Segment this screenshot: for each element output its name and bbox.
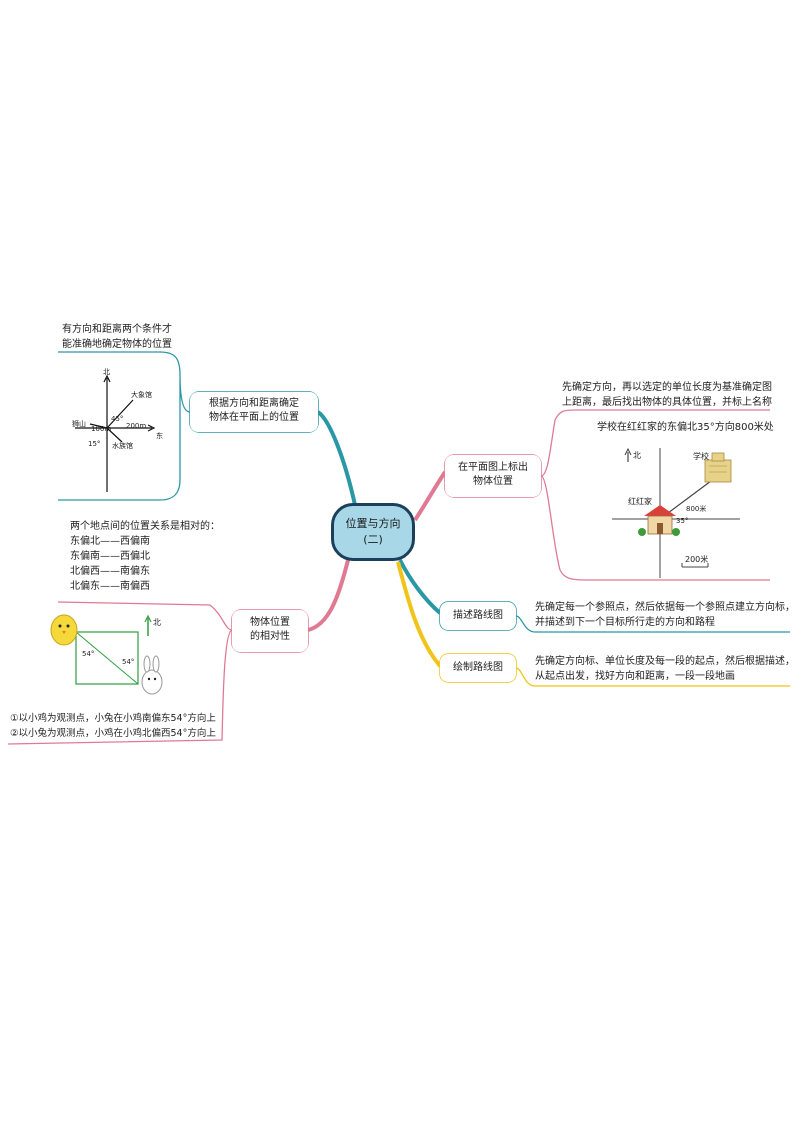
distance-label: 100m [91,425,112,433]
pair-line: 东偏北——西偏南 [70,536,150,547]
angle-label: 54° [122,658,135,666]
place-label: 水族馆 [112,442,133,450]
branch-title-line1: 物体位置 [250,617,290,628]
note-line: 两个地点间的位置关系是相对的： [70,521,220,532]
note-line: 先确定方向标、单位长度及每一段的起点，然后根据描述， [535,656,794,667]
pair-line: 东偏南——西偏北 [70,551,150,562]
branch-title: 绘制路线图 [453,662,503,673]
north-label: 北 [103,368,110,376]
angle-label: 54° [82,650,95,658]
north-label: 北 [153,618,161,627]
branch-title: 描述路线图 [453,610,503,621]
branch-draw-route[interactable]: 绘制路线图 [440,654,516,682]
example-line: ②以小兔为观测点，小鸡在小鸡北偏西54°方向上 [10,728,216,739]
east-label: 东 [156,432,163,440]
example-line: 学校在红红家的东偏北35°方向800米处 [597,422,774,433]
place-label: 大象馆 [131,391,152,399]
relative-position-diagram [50,614,163,695]
central-topic[interactable]: 位置与方向 (二) [331,503,415,561]
home-label: 红红家 [628,497,652,506]
distance-label: 800米 [686,505,707,513]
central-topic-line1: 位置与方向 [345,517,401,530]
compass-diagram-1 [75,374,156,492]
note-line: 先确定每一个参照点，然后依据每一个参照点建立方向标， [535,602,794,613]
angle-label: 45° [111,415,124,423]
branch-locate-by-direction-distance[interactable]: 根据方向和距离确定 物体在平面上的位置 [190,392,318,432]
branch-relative-position[interactable]: 物体位置 的相对性 [232,610,308,652]
map-diagram [612,447,740,578]
branch-title-line2: 物体位置 [473,476,513,487]
school-label: 学校 [693,452,709,461]
place-label: 狮山 [72,420,86,428]
branch-describe-route[interactable]: 描述路线图 [440,602,516,630]
branch-mark-on-map[interactable]: 在平面图上标出 物体位置 [445,455,541,497]
branch-title-line1: 根据方向和距离确定 [209,398,299,409]
note-line: 上距离，最后找出物体的具体位置，并标上名称 [562,397,772,408]
branch-title-line2: 的相对性 [250,631,290,642]
angle-label: 35° [676,517,689,525]
north-label: 北 [633,451,641,460]
pair-line: 北偏西——南偏东 [70,566,150,577]
note-line: 从起点出发，找好方向和距离，一段一段地画 [535,671,735,682]
example-line: ①以小鸡为观测点，小兔在小鸡南偏东54°方向上 [10,713,216,724]
pair-line: 北偏东——南偏西 [70,581,150,592]
branch-title-line2: 物体在平面上的位置 [209,412,299,423]
note-line: 能准确地确定物体的位置 [62,339,172,350]
note-line: 并描述到下一个目标所行走的方向和路程 [535,617,715,628]
distance-label: 200m [126,422,147,430]
angle-label: 15° [88,440,101,448]
note-line: 先确定方向，再以选定的单位长度为基准确定图 [562,382,772,393]
scale-label: 200米 [685,555,709,564]
central-topic-line2: (二) [363,533,383,546]
note-line: 有方向和距离两个条件才 [62,324,172,335]
branch-title-line1: 在平面图上标出 [458,462,528,473]
